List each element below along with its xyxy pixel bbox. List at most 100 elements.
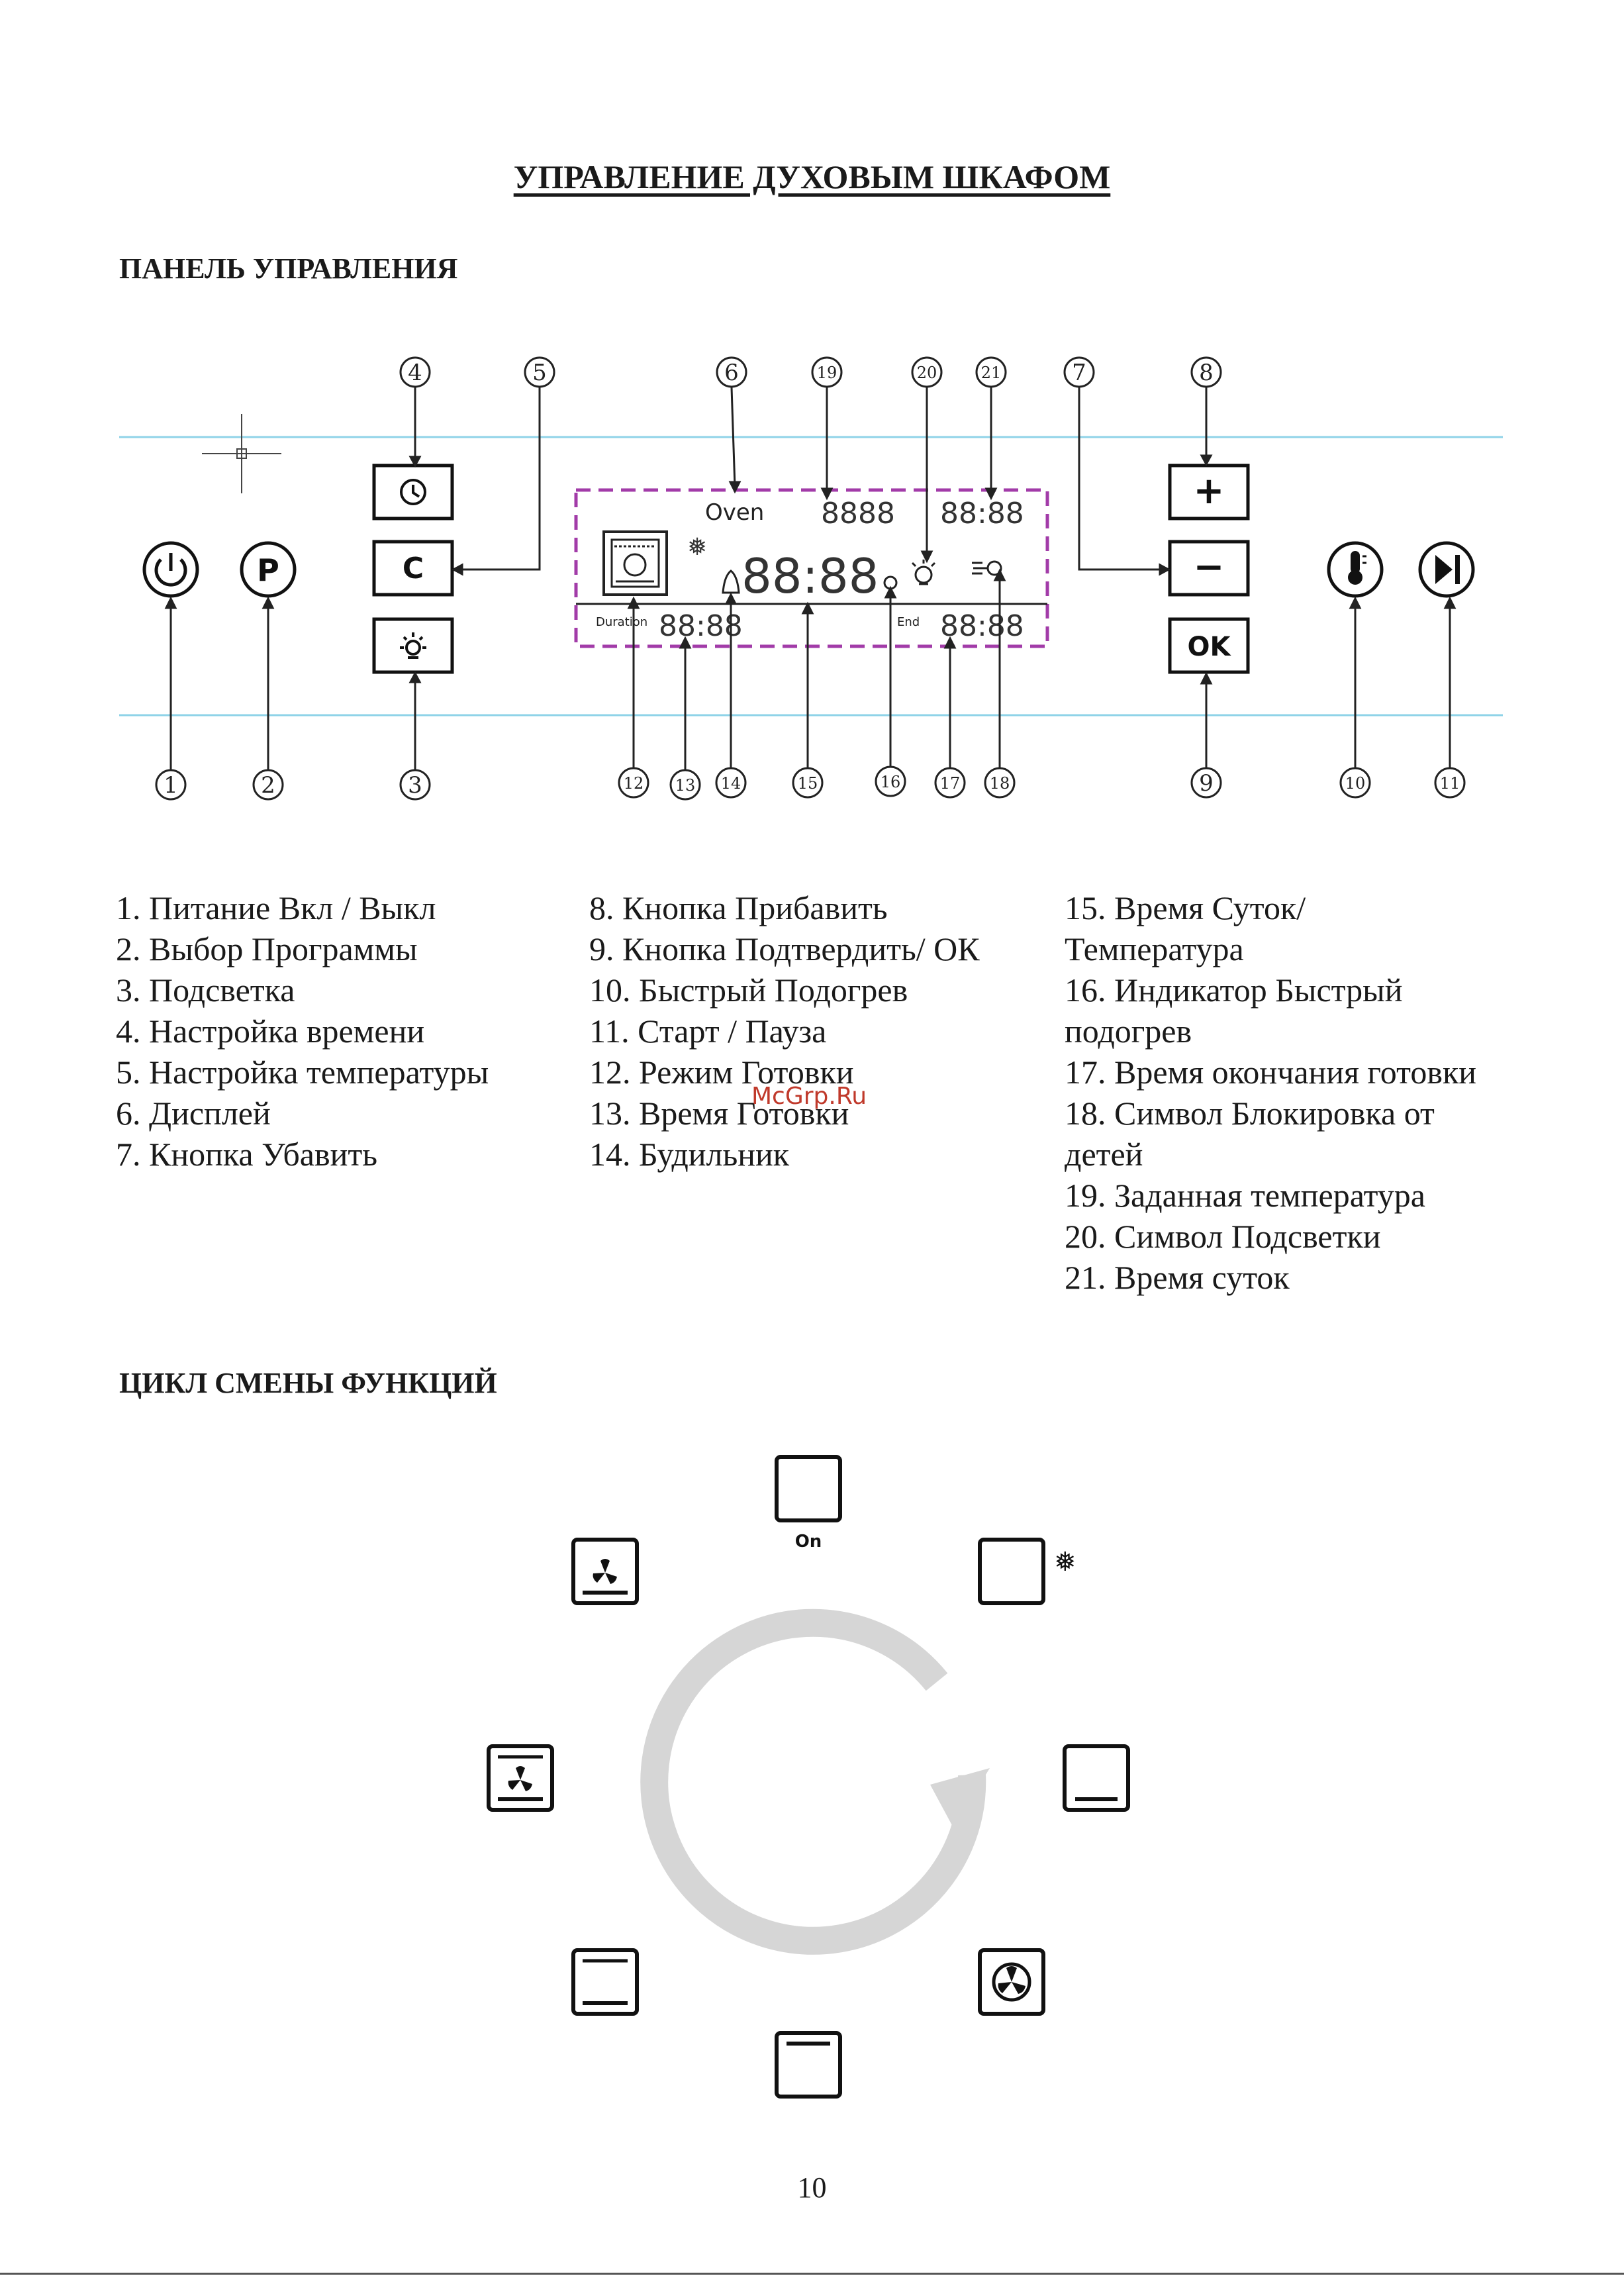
legend-item: 14. Будильник (589, 1136, 790, 1173)
display-panel: Oven 8888 88:88 ❅ 88:88 (574, 488, 1049, 648)
callout-number: 20 (917, 364, 937, 382)
legend-item: 10. Быстрый Подогрев (589, 971, 908, 1009)
legend-item: 8. Кнопка Прибавить (589, 889, 888, 926)
plus-button[interactable]: + (1168, 464, 1250, 520)
cycle-arrowhead (930, 1768, 990, 1828)
legend-item: 19. Заданная температура (1065, 1177, 1425, 1214)
display-duration-digits: 88:88 (659, 609, 743, 643)
child-lock-key-icon (972, 560, 1002, 576)
callout-number: 18 (990, 774, 1010, 793)
display-main-digits: 88:88 (741, 548, 879, 604)
legend-item: 7. Кнопка Убавить (116, 1136, 377, 1173)
callout-20: 20 (911, 356, 943, 388)
callout-16: 16 (875, 766, 906, 797)
callout-number: 6 (724, 360, 739, 386)
time-setting-button[interactable] (372, 464, 454, 520)
callout-4: 4 (399, 356, 431, 388)
callout-13: 13 (669, 769, 701, 801)
ok-button[interactable]: OK (1168, 617, 1250, 674)
callout-number: 19 (817, 364, 837, 382)
temperature-button[interactable]: C (372, 540, 454, 597)
defrost-icon: ❅ (687, 534, 707, 561)
callout-18: 18 (984, 767, 1016, 799)
callout-5: 5 (524, 356, 555, 388)
callout-10: 10 (1339, 767, 1371, 799)
display-end-digits: 88:88 (940, 609, 1024, 643)
legend-item: 20. Символ Подсветки (1065, 1218, 1381, 1255)
legend-item: 18. Символ Блокировка от (1065, 1095, 1435, 1132)
svg-text:❅: ❅ (1054, 1547, 1076, 1577)
callout-21: 21 (975, 356, 1007, 388)
callout-number: 4 (408, 360, 422, 386)
callout-number: 13 (675, 776, 696, 795)
start-pause-button[interactable] (1418, 541, 1475, 598)
cooking-mode-icon (602, 530, 668, 596)
leader-lines (164, 387, 1457, 771)
callout-number: 8 (1199, 360, 1214, 386)
legend-item: детей (1065, 1136, 1143, 1173)
grill-fan-icon (487, 1744, 554, 1812)
minus-button-label: − (1194, 546, 1225, 589)
minus-button[interactable]: − (1168, 540, 1250, 597)
display-temp-digits: 8888 (821, 497, 895, 530)
bottom-heat-icon (1063, 1744, 1130, 1812)
legend-column-2: 8. Кнопка Прибавить 9. Кнопка Подтвердит… (589, 887, 980, 1175)
callout-19: 19 (811, 356, 843, 388)
ok-button-label: OK (1188, 632, 1232, 662)
legend-item: 5. Настройка температуры (116, 1054, 489, 1091)
power-icon (154, 558, 187, 587)
legend-item: 17. Время окончания готовки (1065, 1054, 1476, 1091)
power-button[interactable] (142, 541, 199, 598)
callout-number: 1 (164, 772, 178, 799)
control-panel-diagram: P C Oven 8888 88:88 (119, 356, 1503, 801)
callout-number: 15 (798, 774, 818, 793)
thermometer-icon (1348, 551, 1366, 585)
legend-item: 9. Кнопка Подтвердить/ ОК (589, 930, 980, 967)
function-cycle-diagram: On ❅ (487, 1455, 1130, 2099)
callout-number: 5 (532, 360, 547, 386)
legend-column-3: 15. Время Суток/ Температура 16. Индикат… (1065, 887, 1476, 1298)
callout-number: 2 (261, 772, 275, 799)
legend-item: подогрев (1065, 1013, 1192, 1050)
watermark: McGrp.Ru (751, 1083, 867, 1110)
bottom-rule (0, 2273, 1624, 2275)
section-heading-panel: ПАНЕЛЬ УПРАВЛЕНИЯ (119, 252, 458, 285)
top-heat-icon (775, 2031, 842, 2099)
on-label: On (795, 1532, 822, 1552)
legend-item: 21. Время суток (1065, 1259, 1290, 1296)
quick-heat-button[interactable] (1327, 541, 1384, 598)
callout-15: 15 (792, 767, 824, 799)
legend-item: 4. Настройка времени (116, 1013, 425, 1050)
callout-14: 14 (715, 767, 747, 799)
callout-number: 7 (1072, 360, 1086, 386)
clock-icon (400, 479, 426, 505)
play-icon (1435, 555, 1453, 584)
light-symbol-icon (911, 560, 936, 585)
legend-item: Температура (1065, 930, 1244, 967)
callout-number: 14 (721, 774, 741, 793)
section-heading-cycle: ЦИКЛ СМЕНЫ ФУНКЦИЙ (119, 1367, 497, 1399)
callout-number: 11 (1440, 774, 1460, 793)
fan-oven-icon (978, 1948, 1045, 2016)
callout-number: 16 (881, 773, 901, 791)
program-button-label: P (257, 552, 279, 588)
legend-item: 3. Подсветка (116, 971, 295, 1009)
legend-item: 2. Выбор Программы (116, 930, 418, 967)
page-title: УПРАВЛЕНИЕ ДУХОВЫМ ШКАФОМ (513, 158, 1111, 195)
light-button[interactable] (372, 617, 454, 674)
legend-item: 1. Питание Вкл / Выкл (116, 889, 436, 926)
callout-number: 10 (1345, 774, 1366, 793)
callout-17: 17 (934, 767, 966, 799)
legend-item: 12. Режим Готовки (589, 1054, 854, 1091)
callout-3: 3 (399, 769, 431, 801)
display-outline (574, 488, 1049, 648)
display-duration-label: Duration (596, 615, 647, 629)
callout-6: 6 (716, 356, 747, 388)
callout-2: 2 (252, 769, 284, 801)
alarm-bell-icon (722, 569, 740, 594)
display-clock-digits: 88:88 (940, 497, 1024, 530)
program-button[interactable]: P (240, 541, 297, 598)
callout-number: 17 (940, 774, 961, 793)
callout-number: 12 (624, 774, 644, 793)
legend-item: 15. Время Суток/ (1065, 889, 1306, 926)
